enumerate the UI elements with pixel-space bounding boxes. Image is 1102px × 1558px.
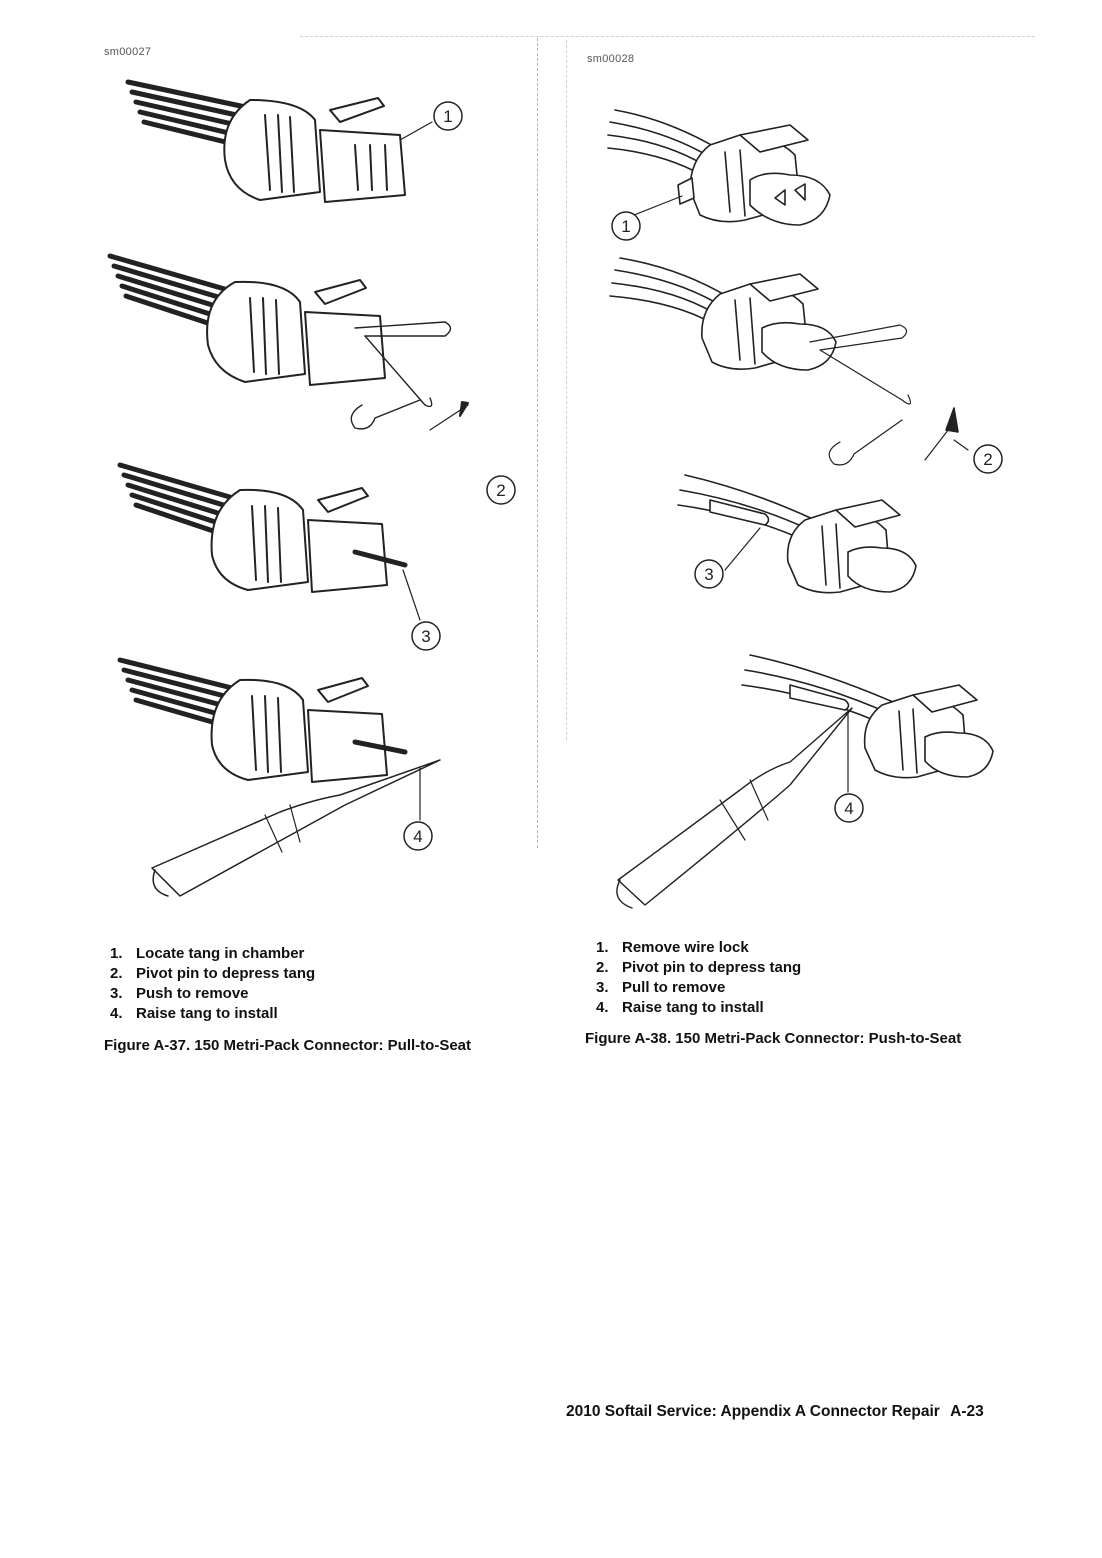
legend-item: 4.Raise tang to install (110, 1005, 278, 1022)
legend-item: 3.Pull to remove (596, 979, 726, 996)
legend-item: 1.Remove wire lock (596, 939, 749, 956)
svg-text:4: 4 (844, 799, 853, 818)
svg-text:2: 2 (496, 481, 505, 500)
right-figure-illustration (590, 80, 1030, 920)
left-figure-caption: Figure A-37. 150 Metri-Pack Connector: P… (104, 1037, 472, 1054)
right-callout-4: 4 (833, 792, 865, 829)
left-figure-id: sm00027 (104, 46, 152, 58)
right-figure-id: sm00028 (587, 53, 635, 65)
svg-text:1: 1 (621, 217, 630, 236)
left-panel-1-connector (125, 79, 433, 203)
right-callout-1: 1 (610, 210, 642, 247)
footer-title: 2010 Softail Service: Appendix A Connect… (566, 1403, 940, 1420)
left-callout-2: 2 (485, 474, 517, 511)
left-callout-3: 3 (410, 620, 442, 657)
right-legend: 1.Remove wire lock 2.Pivot pin to depres… (596, 938, 801, 1018)
left-callout-1: 1 (432, 100, 464, 137)
right-callout-3: 3 (693, 558, 725, 595)
legend-item: 3.Push to remove (110, 985, 249, 1002)
svg-text:4: 4 (413, 827, 422, 846)
svg-text:1: 1 (443, 107, 452, 126)
legend-item: 2.Pivot pin to depress tang (596, 959, 802, 976)
right-panel-1-connector (607, 109, 831, 226)
right-panel-2-connector (609, 257, 969, 466)
legend-item: 2.Pivot pin to depress tang (110, 965, 316, 982)
left-legend: 1.Locate tang in chamber 2.Pivot pin to … (110, 944, 315, 1024)
right-panel-4-connector (616, 654, 994, 909)
svg-text:2: 2 (983, 450, 992, 469)
right-panel-3-connector (677, 474, 917, 594)
left-panel-2-connector (107, 253, 469, 431)
left-figure-illustration (100, 60, 540, 910)
left-panel-4-connector (117, 657, 441, 897)
page-footer: 2010 Softail Service: Appendix A Connect… (566, 1403, 984, 1421)
page-number: A-23 (950, 1403, 984, 1420)
scan-top-rule (300, 36, 1035, 37)
right-callout-2: 2 (972, 443, 1004, 480)
right-figure-caption: Figure A-38. 150 Metri-Pack Connector: P… (585, 1030, 962, 1047)
legend-item: 1.Locate tang in chamber (110, 945, 305, 962)
figure-divider-right (566, 40, 567, 740)
left-panel-3-connector (117, 462, 421, 621)
svg-text:3: 3 (421, 627, 430, 646)
svg-text:3: 3 (704, 565, 713, 584)
figure-divider (537, 38, 538, 848)
legend-item: 4.Raise tang to install (596, 999, 764, 1016)
left-callout-4: 4 (402, 820, 434, 857)
